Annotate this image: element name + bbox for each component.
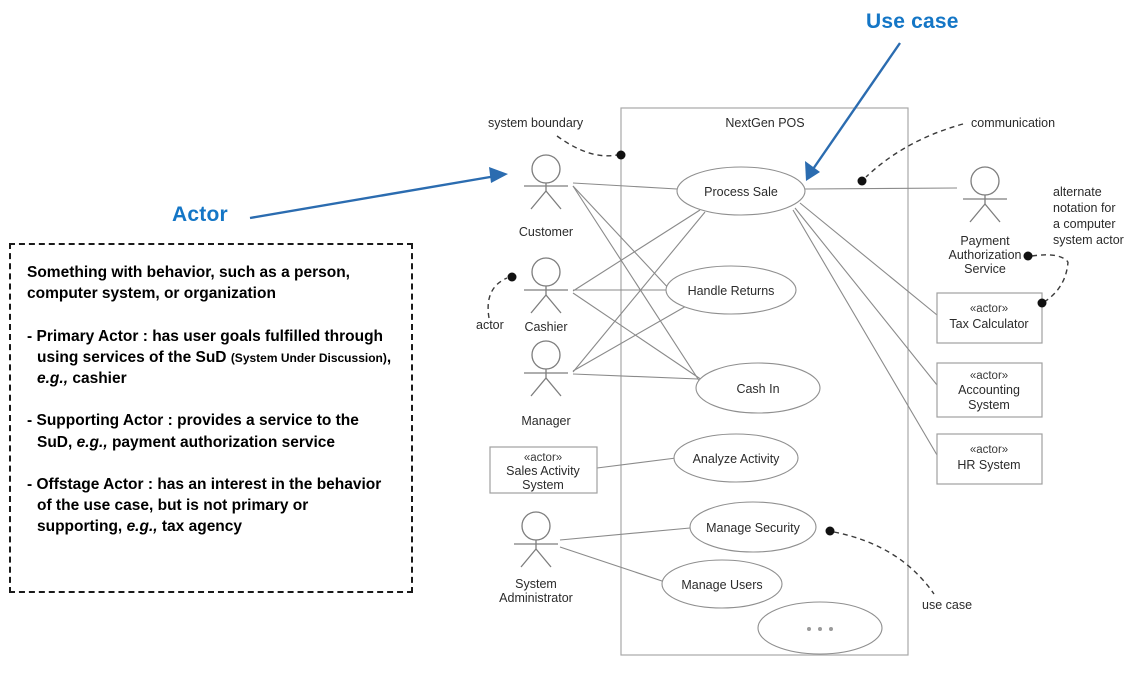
actor-box-label-line2: System [522, 478, 564, 492]
callout-label-use-case: Use case [866, 10, 959, 33]
annotation-label-communication: communication [971, 116, 1055, 130]
actor-label-cashier: Cashier [524, 320, 567, 334]
system-boundary-title: NextGen POS [725, 116, 804, 130]
use-case-oval-process-sale [676, 166, 806, 216]
definition-example: tax agency [161, 517, 243, 535]
leader-dot-use-case [825, 526, 835, 536]
actor-figure-cashier [524, 257, 568, 314]
definition-title: Offstage Actor : [36, 475, 154, 493]
definition-body: has an interest in the behavior of the u… [37, 475, 382, 535]
definition-separator: , [386, 349, 392, 367]
leader-line-communication [865, 123, 964, 178]
actor-box-label-hr-system: HR System [957, 458, 1020, 472]
actor-figure-customer [524, 154, 568, 210]
leader-line-alternate-upper [1031, 254, 1069, 263]
annotation-label-alternate-line4: system actor [1053, 233, 1124, 247]
actor-label-system-administrator-line1: System [515, 577, 557, 591]
actor-box-accounting-system [936, 362, 1043, 418]
actor-label-payment-auth-line3: Service [964, 262, 1006, 276]
actor-label-customer: Customer [519, 225, 573, 239]
actor-definition-panel: Something with behavior, such as a perso… [9, 243, 413, 593]
use-case-label-analyze-activity: Analyze Activity [693, 452, 781, 466]
leader-line-alternate-lower [1043, 261, 1069, 303]
stereotype-label: «actor» [970, 444, 1008, 456]
definition-example: payment authorization service [111, 433, 336, 451]
use-case-oval-cash-in [695, 362, 821, 414]
definition-title: Primary Actor : [36, 328, 148, 346]
actor-box-label-accounting-line1: Accounting [958, 383, 1020, 397]
actor-box-tax-calculator [936, 292, 1043, 344]
leader-dot-system-boundary [616, 150, 626, 160]
use-case-oval-manage-users [661, 559, 783, 609]
use-case-label-manage-security: Manage Security [706, 521, 801, 535]
definition-item-primary-actor: - Primary Actor : has user goals fulfill… [27, 326, 397, 389]
actor-label-manager: Manager [521, 414, 570, 428]
stereotype-label: «actor» [524, 452, 562, 464]
definition-bullet: - [27, 412, 33, 430]
actor-box-hr-system [936, 433, 1043, 485]
use-case-oval-analyze-activity [673, 433, 799, 483]
definition-item-offstage-actor: - Offstage Actor : has an interest in th… [27, 474, 397, 537]
use-case-oval-manage-security [689, 501, 817, 553]
leader-dot-alternate-upper [1023, 251, 1033, 261]
association-lines [559, 182, 958, 583]
actor-label-payment-auth-line1: Payment [960, 234, 1010, 248]
actor-box-label-tax-calculator: Tax Calculator [949, 317, 1028, 331]
callout-arrow-actor [249, 167, 508, 220]
definition-eg: e.g., [37, 370, 69, 388]
definition-parenthetical: (System Under Discussion) [230, 351, 387, 366]
actor-label-system-administrator-line2: Administrator [499, 591, 573, 605]
stereotype-label: «actor» [970, 303, 1008, 315]
definition-title: Supporting Actor : [36, 412, 173, 430]
callout-label-actor: Actor [172, 203, 228, 226]
definition-body: provides a service to the SuD, [37, 412, 359, 451]
leader-dot-communication [857, 176, 867, 186]
use-case-label-handle-returns: Handle Returns [688, 284, 775, 298]
use-case-label-manage-users: Manage Users [681, 578, 762, 592]
annotation-label-actor: actor [476, 318, 504, 332]
actor-figure-payment-authorization-service [963, 166, 1007, 223]
definition-bullet: - [27, 328, 33, 346]
annotation-label-alternate-line1: alternate [1053, 185, 1102, 199]
leader-dot-actor [507, 272, 517, 282]
callout-arrow-use-case [805, 42, 901, 181]
actor-figure-system-administrator [514, 511, 558, 568]
use-case-label-process-sale: Process Sale [704, 185, 778, 199]
annotation-label-alternate-line3: a computer [1053, 217, 1116, 231]
actor-box-label-line1: Sales Activity [506, 464, 580, 478]
actor-box-sales-activity-system [489, 446, 598, 494]
definition-lead-text: Something with behavior, such as a perso… [27, 264, 350, 302]
annotation-label-alternate-line2: notation for [1053, 201, 1116, 215]
definition-bullet: - [27, 475, 33, 493]
definition-example: cashier [72, 370, 127, 388]
definition-item-supporting-actor: - Supporting Actor : provides a service … [27, 410, 397, 452]
actor-label-payment-auth-line2: Authorization [949, 248, 1022, 262]
use-case-oval-handle-returns [665, 265, 797, 315]
actor-box-label-accounting-line2: System [968, 398, 1010, 412]
definition-eg: e.g., [76, 433, 108, 451]
use-case-label-cash-in: Cash In [736, 382, 779, 396]
leader-dot-alternate-lower [1037, 298, 1047, 308]
leader-line-system-boundary [556, 135, 618, 157]
definition-body: has user goals fulfilled through using s… [37, 328, 384, 367]
annotation-label-system-boundary: system boundary [488, 116, 584, 130]
actor-figure-manager [524, 340, 568, 397]
annotation-label-use-case: use case [922, 598, 972, 612]
definition-eg: e.g., [126, 517, 158, 535]
leader-line-actor [487, 277, 508, 319]
stereotype-label: «actor» [970, 370, 1008, 382]
